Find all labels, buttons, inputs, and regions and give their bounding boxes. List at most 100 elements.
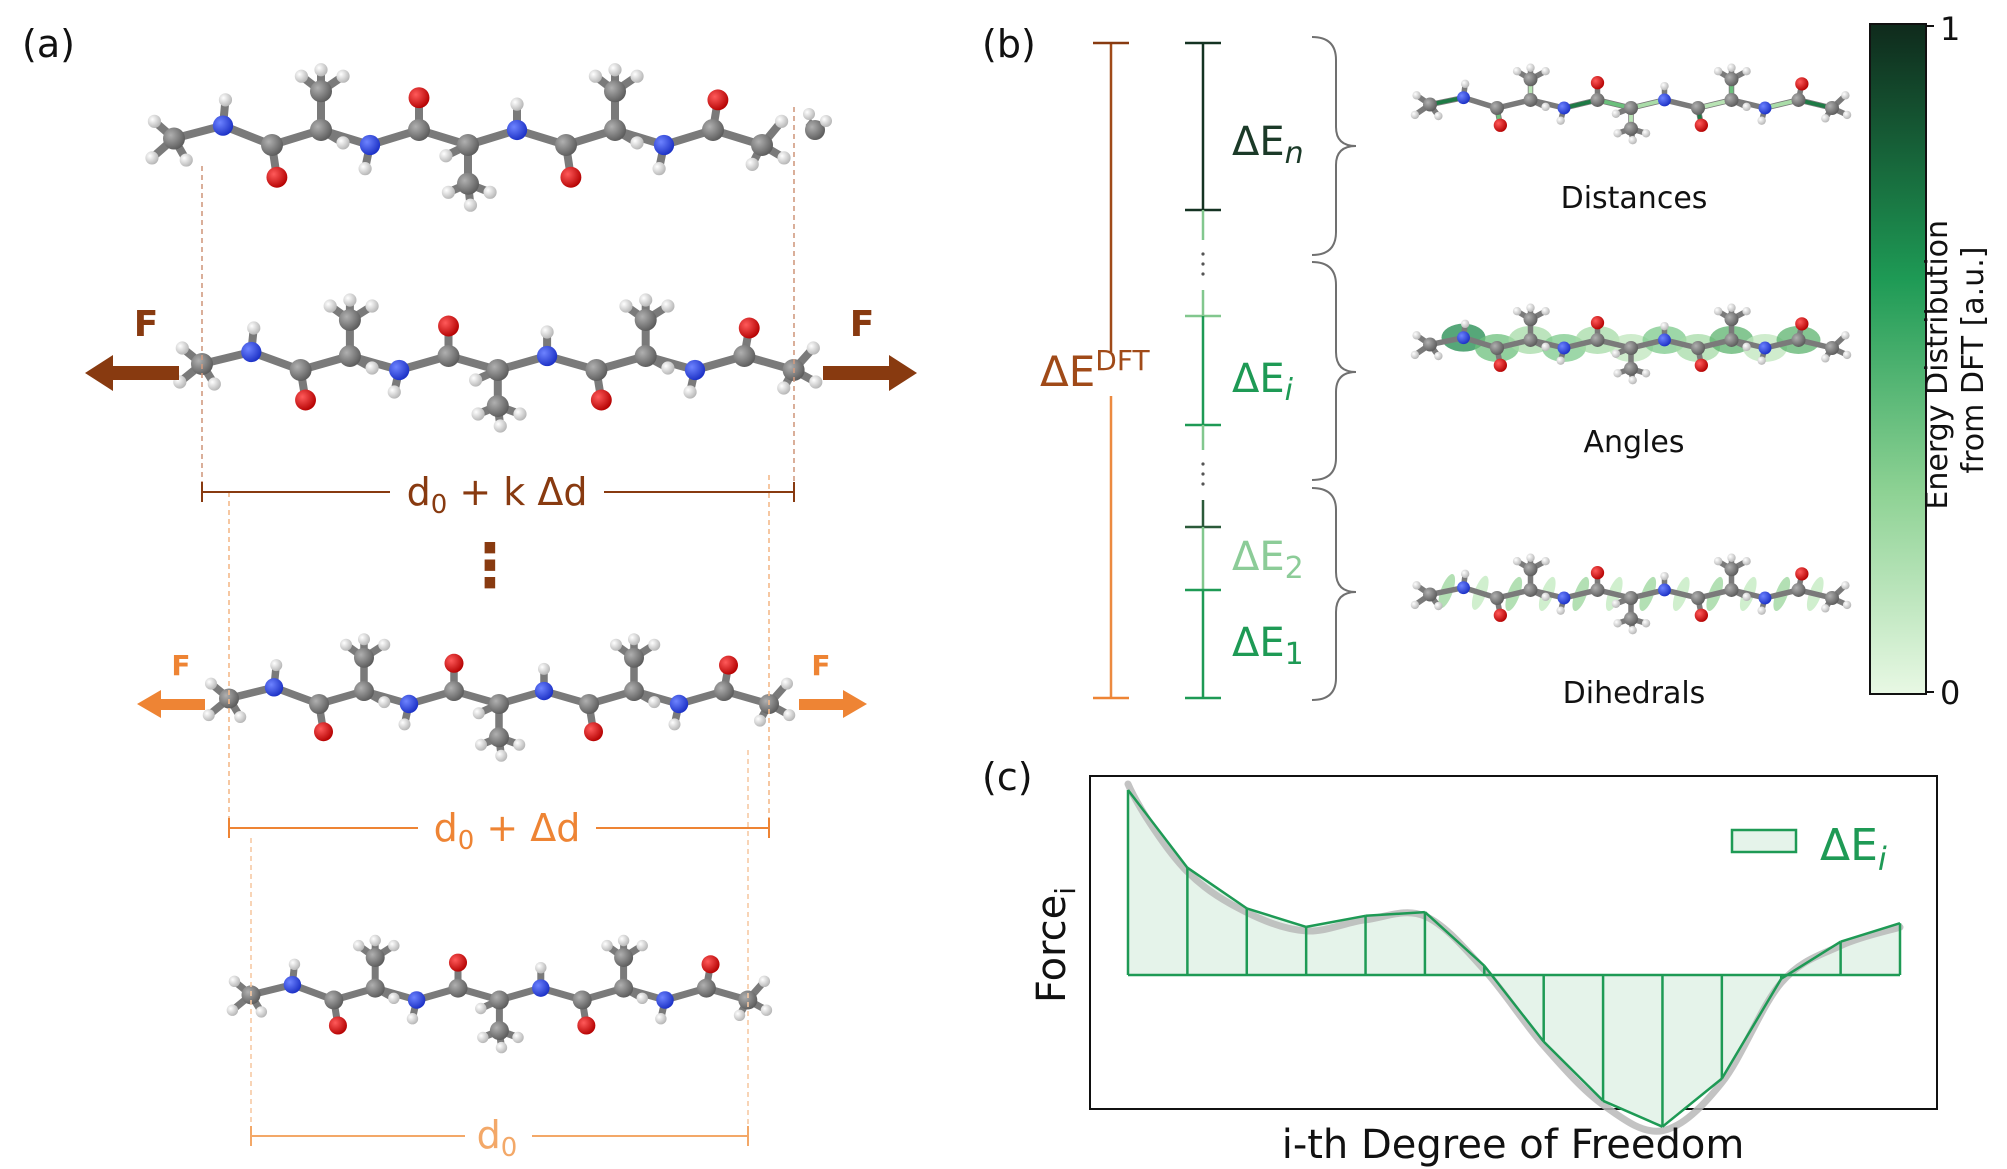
atom-H [1434,111,1443,121]
atom-N [399,694,419,714]
atom-H [1613,129,1622,138]
atom-C [1691,341,1705,355]
atom-H [588,69,603,83]
atom-H [745,157,759,171]
force-segment [1483,964,1545,1043]
atom-C [365,978,385,998]
colorbar-max: 1 [1940,10,1960,48]
dft-energy-bar [1093,41,1129,700]
energy-term-1: ΔE1 [1232,620,1304,672]
atom-H [1628,626,1637,635]
atom-H [1556,606,1565,615]
peptide-molecule-equilibrium [226,934,773,1054]
atom-H [783,709,796,722]
colorbar-title: Energy Distribution from DFT [a.u.] [1920,210,1991,509]
atom-C [486,359,509,381]
atom-C [261,134,283,156]
atom-O [707,89,729,111]
atom-H [1460,319,1470,329]
atom-O [1493,118,1507,132]
atom-H [469,373,483,387]
atom-C [489,727,509,748]
molecule-distances [1410,63,1852,145]
atom-H [495,749,508,762]
energy-term-i: ΔEi [1232,356,1294,408]
atom-H [387,385,401,399]
atom-H [639,293,653,307]
atom-H [1460,569,1470,579]
atom-H [1541,592,1550,602]
energy-term-n: ΔEn [1232,119,1304,171]
atom-O [1590,316,1605,330]
atom-H [661,361,675,375]
atom-C [444,681,464,702]
length-bar-1 [228,818,770,838]
atom-H [406,1013,419,1025]
atom-C [624,647,644,668]
energy-term-2: ΔE2 [1232,534,1304,586]
atom-N [1758,101,1772,115]
atom-H [336,136,350,150]
atom-C [1691,591,1705,605]
atom-C [634,345,657,367]
atom-H [179,153,193,167]
atom-N [1557,101,1571,115]
atom-O [295,389,316,411]
atom-H [1713,307,1723,316]
atom-C [1590,582,1605,597]
atom-C [1590,332,1605,347]
atom-H [294,69,308,83]
atom-H [1541,67,1550,76]
force-segment [1365,910,1426,918]
atom-H [207,377,221,391]
atom-H [655,1013,667,1025]
atom-H [1556,356,1565,365]
atom-H [608,63,622,77]
force-segment [1720,978,1783,1080]
atom-H [228,975,241,987]
atom-H [1660,571,1669,581]
atom-N [1457,581,1470,595]
panel-c-label: (c) [982,755,1033,799]
atom-N [1457,91,1470,105]
atom-C [448,978,468,998]
atom-H [175,341,189,355]
atom-N [653,134,675,156]
atom-H [1742,557,1751,566]
atom-N [283,975,302,994]
atom-H [1410,110,1420,120]
atom-H [340,638,352,651]
atom-C [585,359,608,381]
atom-C [1423,337,1437,352]
force-segment [1840,922,1901,943]
atom-N [241,341,262,363]
detached-methyl-fragment [803,108,832,140]
atom-C [714,681,734,702]
guide-lines-orange [228,475,770,838]
atom-N [1758,341,1772,355]
atom-O [1694,608,1708,622]
atom-N [1557,341,1571,355]
atom-C [1724,562,1739,577]
atom-C [338,309,361,331]
atom-H [1613,369,1622,378]
atom-H [1611,599,1621,608]
atom-H [1713,557,1723,566]
atom-C [1423,97,1437,112]
atom-H [652,162,666,176]
atom-C [1523,582,1538,597]
atom-N [1758,591,1772,605]
atom-C [1523,332,1538,347]
atom-H [1410,350,1420,360]
atom-C [1624,591,1638,605]
atom-C [489,694,509,714]
group-braces [1311,36,1357,701]
atom-H [619,299,633,313]
atom-C [1791,332,1806,347]
atom-H [1412,331,1421,340]
force-label-right-orange: F [811,649,830,682]
molecule-dihedrals [1410,553,1852,635]
group-label-distances: Distances [1561,181,1708,216]
atom-H [1742,592,1751,602]
atom-C [604,80,626,103]
